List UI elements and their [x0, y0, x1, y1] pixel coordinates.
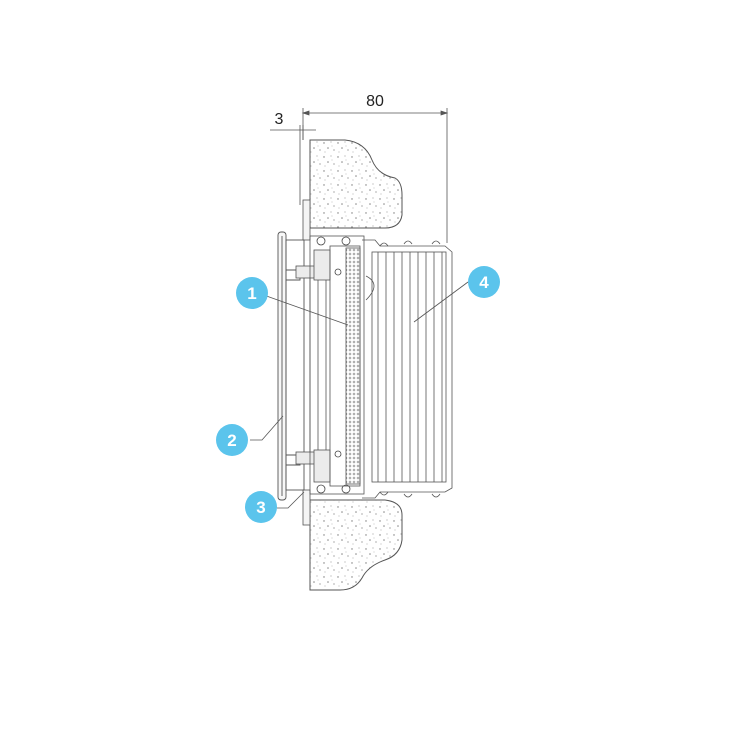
frame-plate: [302, 199, 311, 526]
dimension-3: [270, 125, 316, 205]
fan-housing: [362, 239, 453, 499]
svg-text:2: 2: [227, 431, 236, 450]
dimension-80-label: 80: [366, 93, 384, 110]
wall-lower: [309, 499, 403, 591]
svg-text:3: 3: [256, 498, 265, 517]
svg-text:1: 1: [247, 284, 256, 303]
screws: [316, 236, 351, 494]
callout-1: 1: [236, 277, 268, 309]
callout-4: 4: [468, 266, 500, 298]
svg-text:4: 4: [479, 273, 489, 292]
dimension-3-label: 3: [275, 111, 284, 128]
dimension-80: [301, 108, 449, 243]
leader-lines: [250, 281, 469, 509]
callout-3: 3: [245, 491, 277, 523]
front-grille: [277, 231, 305, 501]
wall-upper: [309, 139, 403, 229]
callout-2: 2: [216, 424, 248, 456]
pivot-brackets: [295, 249, 331, 483]
filter-media: [309, 235, 365, 495]
